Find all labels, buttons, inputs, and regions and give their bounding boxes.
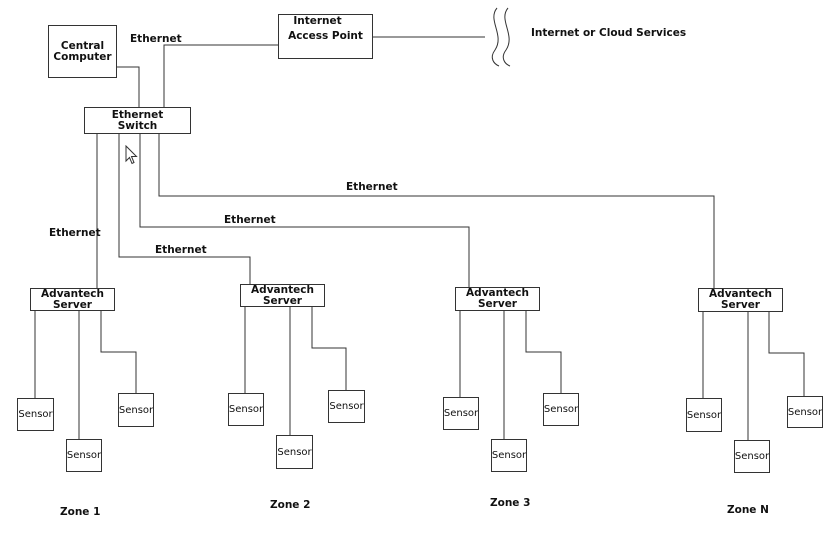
- access-point-label-1: Internet: [293, 15, 342, 27]
- server-label-1: Advantech: [251, 283, 314, 296]
- central-computer-box: Central Computer: [48, 25, 117, 78]
- sensor-zone-2-a: Sensor: [228, 393, 264, 426]
- sensor-label: Sensor: [491, 450, 527, 461]
- sensor-zone-1-c: Sensor: [118, 393, 154, 427]
- central-computer-label-1: Central: [60, 39, 105, 52]
- access-point-label-2: Access Point: [288, 30, 363, 42]
- advantech-server-zone-3: Advantech Server: [455, 287, 540, 311]
- sensor-label: Sensor: [443, 408, 479, 419]
- server-label-2: Server: [52, 298, 92, 311]
- ethernet-label-zone-1: Ethernet: [49, 227, 101, 239]
- zone-3-label: Zone 3: [490, 497, 531, 509]
- sensor-zone-3-a: Sensor: [443, 397, 479, 430]
- sensor-zone-1-a: Sensor: [17, 398, 54, 431]
- server-label-2: Server: [262, 294, 302, 307]
- sensor-label: Sensor: [277, 446, 312, 458]
- ethernet-switch-box: Ethernet Switch: [84, 107, 191, 134]
- switch-label-2: Switch: [117, 119, 158, 132]
- central-computer-label-2: Computer: [53, 50, 112, 63]
- server-label-2: Server: [477, 298, 517, 310]
- sensor-label: Sensor: [543, 404, 579, 415]
- advantech-server-zone-1: Advantech Server: [30, 288, 115, 311]
- sensor-zone-1-b: Sensor: [66, 439, 102, 472]
- zone-1-label: Zone 1: [60, 506, 101, 518]
- ethernet-label-top: Ethernet: [130, 33, 182, 45]
- sensor-zone-3-b: Sensor: [491, 439, 527, 472]
- sensor-label: Sensor: [118, 404, 154, 416]
- server-label-1: Advantech: [41, 287, 104, 300]
- server-label-1: Advantech: [466, 287, 529, 299]
- cloud-services-label: Internet or Cloud Services: [531, 27, 687, 39]
- advantech-server-zone-n: Advantech Server: [698, 288, 783, 312]
- ethernet-label-zone-3: Ethernet: [224, 214, 276, 226]
- sensor-label: Sensor: [329, 401, 364, 412]
- mouse-pointer-icon: [125, 145, 138, 165]
- switch-label-1: Ethernet: [111, 108, 164, 121]
- zone-2-label: Zone 2: [270, 499, 311, 511]
- sensor-label: Sensor: [228, 404, 264, 415]
- ethernet-label-zone-n: Ethernet: [346, 181, 398, 193]
- sensor-zone-n-c: Sensor: [787, 396, 823, 428]
- sensor-zone-n-b: Sensor: [734, 440, 770, 473]
- advantech-server-zone-2: Advantech Server: [240, 284, 325, 307]
- sensor-label: Sensor: [686, 409, 722, 421]
- sensor-label: Sensor: [18, 409, 53, 420]
- server-label-1: Advantech: [709, 288, 772, 300]
- sensor-zone-2-c: Sensor: [328, 390, 365, 423]
- sensor-label: Sensor: [787, 406, 823, 418]
- sensor-zone-n-a: Sensor: [686, 398, 722, 432]
- server-label-2: Server: [720, 299, 760, 311]
- sensor-zone-3-c: Sensor: [543, 393, 579, 426]
- zone-n-label: Zone N: [727, 504, 769, 516]
- sensor-label: Sensor: [734, 451, 770, 462]
- internet-access-point-box: Internet Access Point: [278, 14, 373, 59]
- sensor-zone-2-b: Sensor: [276, 435, 313, 469]
- sensor-label: Sensor: [66, 450, 102, 461]
- ethernet-label-zone-2: Ethernet: [155, 244, 207, 256]
